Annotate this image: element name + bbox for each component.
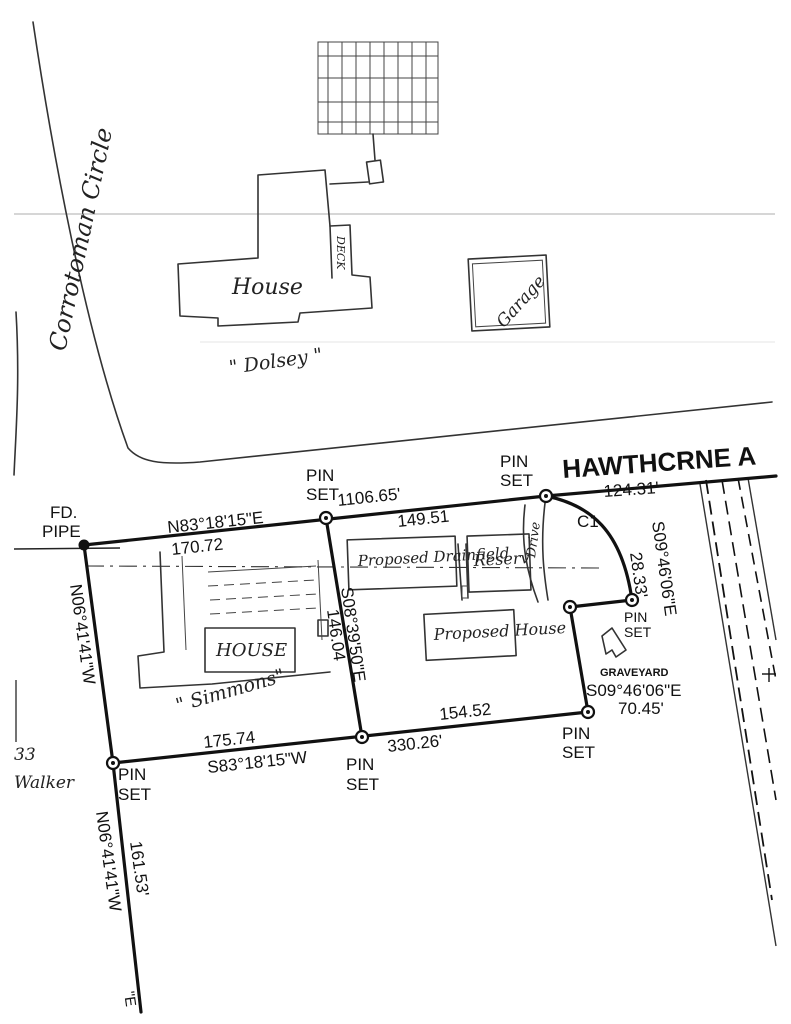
pin-set-top-right-1: PIN <box>500 452 528 471</box>
setback-line <box>85 565 601 569</box>
simmons-house-label: HOUSE <box>215 640 287 661</box>
reserve-label: Reserv <box>472 548 530 570</box>
west-extension-line <box>13 547 121 550</box>
north-seg3-distance: 124.31' <box>603 478 659 501</box>
east-bearing: S09°46'06"E <box>648 520 680 617</box>
north-seg2-distance: 149.51 <box>396 507 450 531</box>
pin-set-top-mid-2: SET <box>306 485 339 504</box>
south-line-total: 330.26' <box>386 731 443 756</box>
road-edge-lower <box>13 311 19 476</box>
west-bearing: N06°41'41"W <box>66 583 99 686</box>
deck-label: DECK <box>334 235 347 270</box>
drainfield-sketch <box>346 502 549 662</box>
pin-set-bottom-right-2: SET <box>562 743 595 762</box>
north-seg1-distance: 170.72 <box>170 535 224 559</box>
dock-sketch <box>317 41 439 185</box>
fd-pipe-label-1: FD. <box>50 503 77 522</box>
pin-set-east-1: PIN <box>624 609 647 625</box>
pin-set-east-2: SET <box>624 624 652 640</box>
north-line-total: 1106.65' <box>336 484 401 510</box>
dolsey-house-outline <box>177 169 373 327</box>
simmons-house-sketch <box>137 551 331 689</box>
pin-markers <box>78 488 640 771</box>
hawthorne-road-label: HAWTHCRNE A <box>561 441 757 484</box>
drive-label: Drive <box>524 521 544 560</box>
pin-set-bottom-mid-2: SET <box>346 775 379 794</box>
south-east-distance: 70.45' <box>618 699 664 718</box>
pin-set-bottom-left-2: SET <box>118 785 151 804</box>
pin-set-bottom-mid-1: PIN <box>346 755 374 774</box>
south-seg1-distance: 154.52 <box>438 700 492 724</box>
adjacent-owner: Walker <box>14 773 75 793</box>
curve-label: C1 <box>577 512 599 531</box>
pin-set-bottom-left-1: PIN <box>118 765 146 784</box>
adjacent-lot-number: 33 <box>14 745 36 765</box>
dolsey-owner-label: " Dolsey " <box>228 344 324 379</box>
south-east-bearing: S09°46'06"E <box>586 681 681 700</box>
pin-set-top-mid-1: PIN <box>306 466 334 485</box>
graveyard-label: GRAVEYARD <box>600 667 669 679</box>
road-edge-upper <box>32 21 773 464</box>
dolsey-house-label: House <box>231 275 303 300</box>
deck-line <box>329 225 333 279</box>
graveyard-outline <box>601 627 627 658</box>
garage-outline <box>467 254 551 332</box>
west-distance-lower: 161.53' <box>126 840 153 897</box>
pin-set-top-right-2: SET <box>500 471 533 490</box>
road-right-of-way <box>699 477 777 947</box>
corrotoman-circle-label: Corrotoman Circle <box>43 125 118 353</box>
garage-inner <box>471 259 547 328</box>
pin-set-bottom-right-1: PIN <box>562 724 590 743</box>
property-boundary <box>82 474 778 1014</box>
fd-pipe-marker <box>78 539 90 551</box>
edge-bearing-fragment: "E <box>120 990 139 1008</box>
proposed-house-label: Proposed House <box>432 618 566 644</box>
fd-pipe-label-2: PIPE <box>42 522 81 541</box>
